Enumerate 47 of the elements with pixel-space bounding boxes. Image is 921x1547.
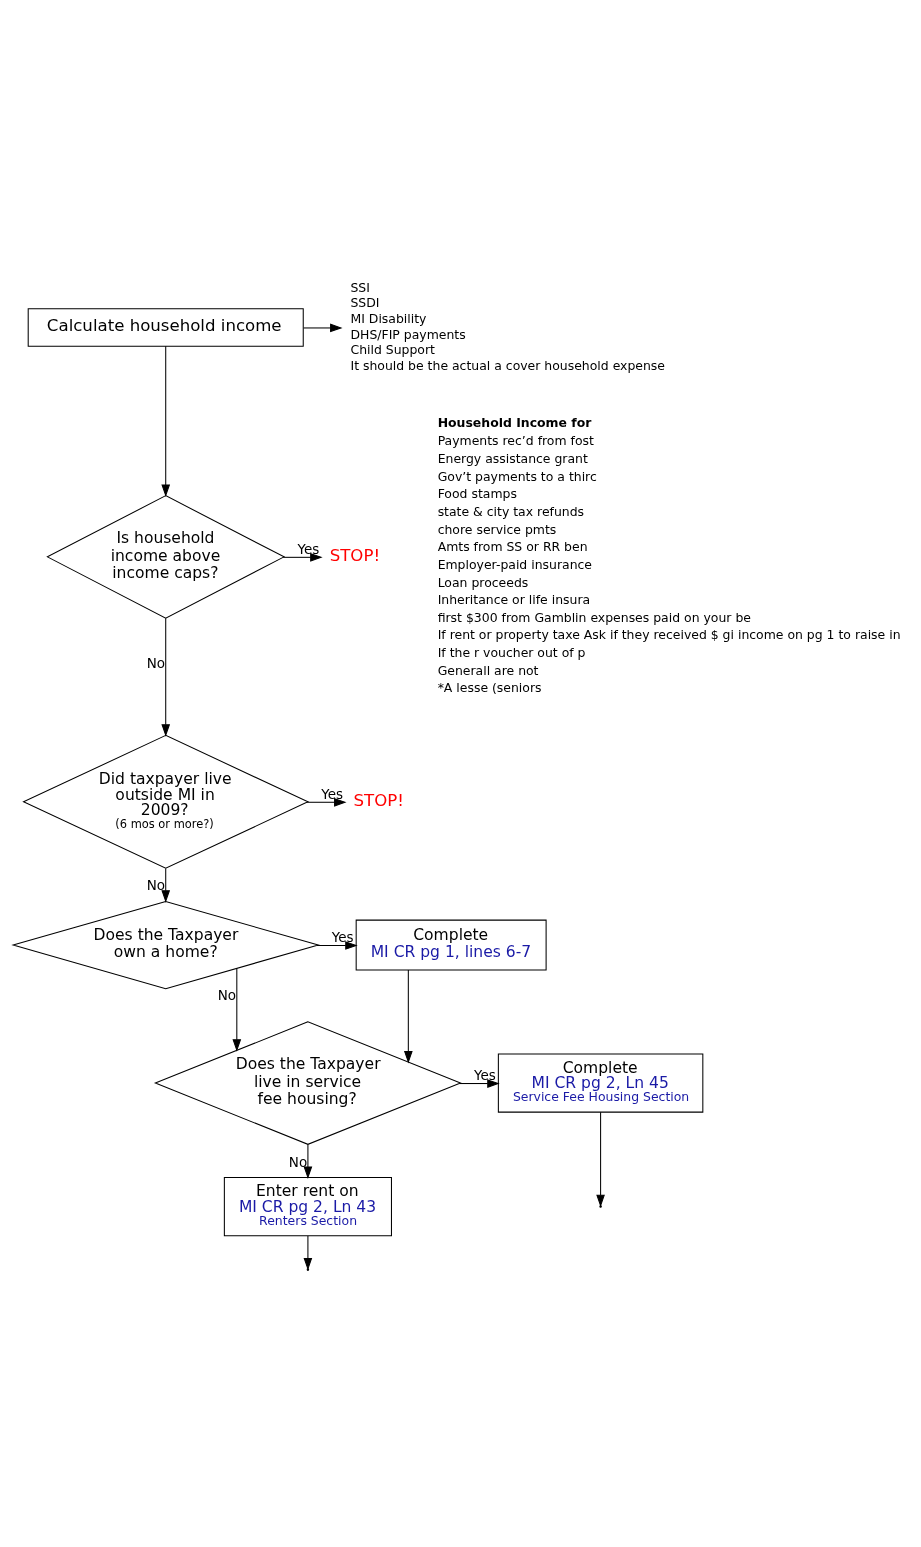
arrow (160, 617, 170, 737)
edge-label: Yes (473, 1066, 496, 1083)
arrow (303, 1143, 312, 1179)
label: Generall are not (437, 662, 539, 678)
node-diamond: Is household income above income caps? (45, 495, 285, 619)
node-text: SSI SSDI MI Disability DHS/FIP payments Child Support It should be the actual a cover household expense (349, 279, 665, 373)
label: state & city tax refunds (437, 503, 584, 519)
label: *A lesse (seniors (437, 680, 542, 696)
arrow (160, 345, 170, 498)
label: Loan proceeds (437, 574, 528, 590)
label: If the r voucher out of p (437, 645, 586, 661)
edge-label: No (146, 654, 165, 671)
label: Gov’t payments to a thirc (437, 468, 597, 484)
label: Employer-paid insurance (437, 556, 592, 572)
arrow (315, 941, 358, 950)
node-diamond: Does the Taxpayer live in service fee housing? (153, 1021, 462, 1145)
node-box: Complete MI CR pg 1, lines 6-7 (355, 919, 547, 971)
label: Payments rec’d from fost (437, 433, 594, 449)
arrow (160, 867, 170, 903)
edge-label: Yes (331, 928, 354, 945)
edge-label: Yes (297, 540, 319, 557)
label: chore service pmts (437, 521, 556, 537)
arrow (306, 797, 347, 807)
label: Amts from SS or RR ben (437, 539, 588, 555)
node-box: Calculate household income (27, 308, 304, 347)
edge-label: No (146, 877, 165, 894)
label: If rent or property taxe Ask if they received $ gi income on pg 1 to raise in (437, 627, 901, 643)
arrow (458, 1079, 500, 1088)
label: first $300 from Gamblin expenses paid on your be (437, 609, 751, 625)
edge-label: Yes (320, 785, 343, 802)
arrow (595, 1111, 605, 1208)
arrow (282, 552, 323, 562)
node-text: STOP! (353, 790, 404, 810)
label: Inheritance or life insura (437, 592, 590, 608)
node-diamond: Does the Taxpayer own a home? (10, 900, 320, 990)
label: Energy assistance grant (437, 451, 588, 467)
arrow (403, 969, 413, 1064)
edge-label: No (288, 1153, 307, 1170)
label: Household Income for (437, 414, 591, 430)
node-box: Complete MI CR pg 2, Ln 45 Service Fee Housing Section (497, 1053, 703, 1113)
node-text: STOP! (329, 545, 380, 565)
label: Food stamps (437, 486, 517, 502)
arrow (231, 967, 241, 1052)
node-box: Enter rent on MI CR pg 2, Ln 43 Renters Section (223, 1177, 392, 1237)
edge-label: No (217, 987, 236, 1004)
arrow (302, 323, 343, 333)
node-diamond: Did taxpayer live outside MI in 2009? (6 mos or more?) (21, 734, 309, 869)
